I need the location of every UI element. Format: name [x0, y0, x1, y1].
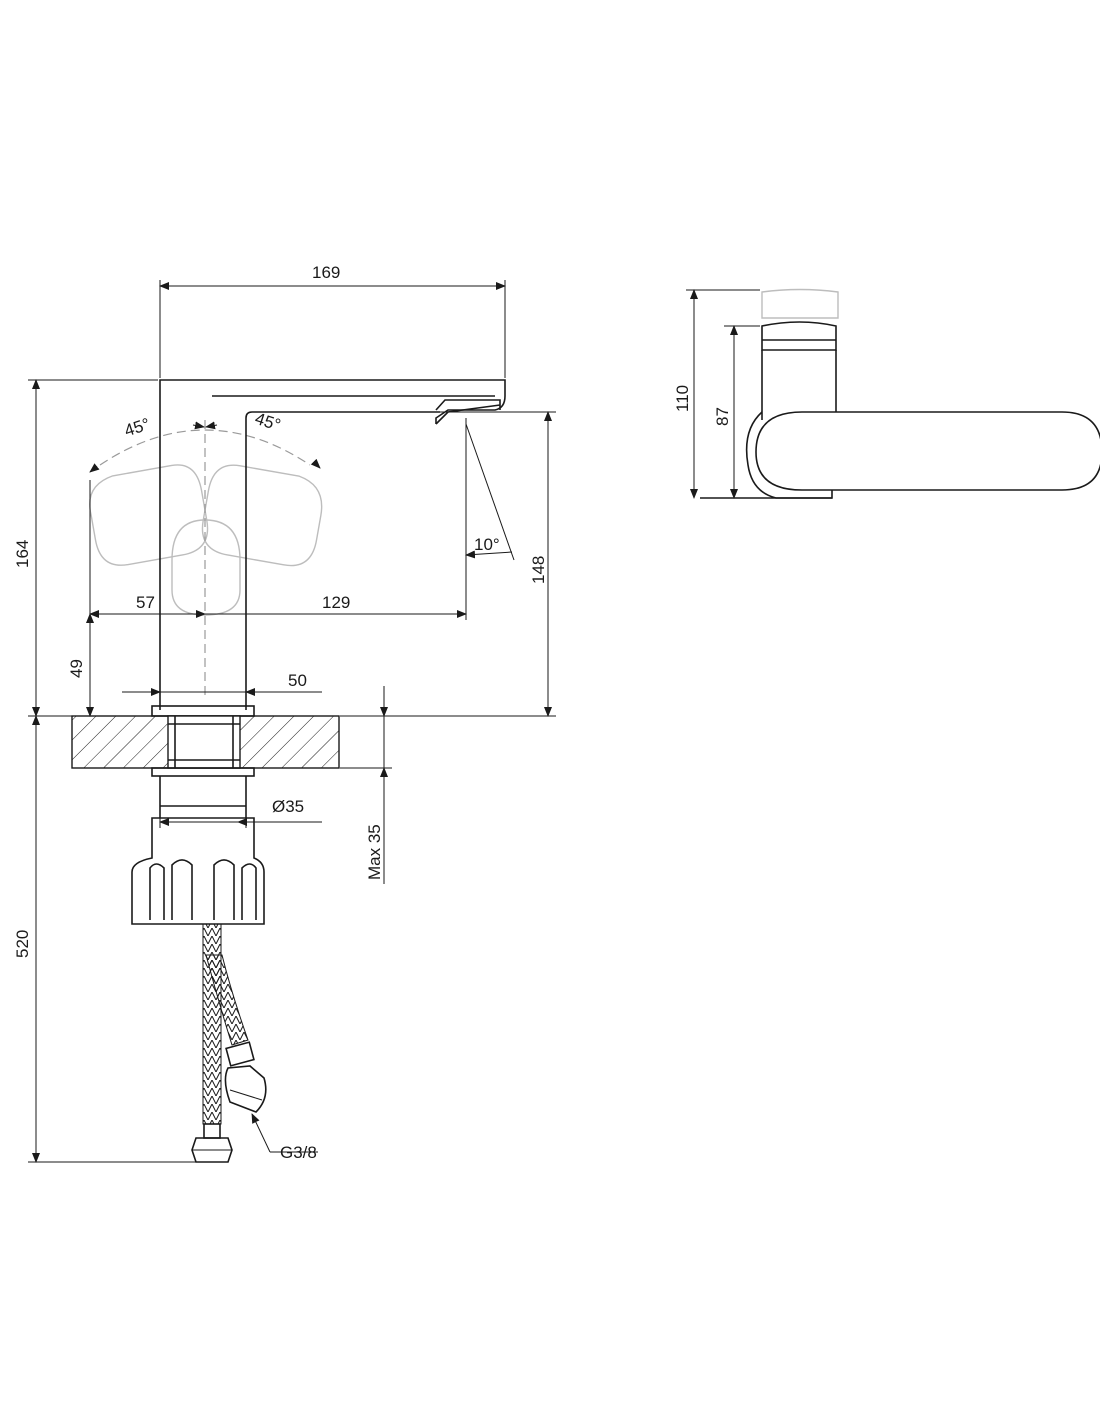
dim-max-thickness: Max 35 [365, 824, 384, 880]
dim-hose-length: 520 [13, 930, 32, 958]
dim-diameter: Ø35 [272, 797, 304, 816]
front-view: 45° 45° [13, 263, 556, 1163]
dim-reach-right: 129 [322, 593, 350, 612]
countertop-section [71, 715, 340, 769]
base-flange [151, 705, 255, 717]
angle-left-label: 45° [122, 414, 152, 440]
dim-thread: G3/8 [280, 1143, 317, 1162]
supply-hose-bent [205, 954, 267, 1113]
lower-washer [151, 767, 255, 777]
dim-width-top: 169 [312, 263, 340, 282]
side-view: 110 87 [673, 288, 1100, 499]
dim-lever-height: 49 [67, 659, 86, 678]
side-lever [755, 411, 1100, 491]
faucet-body [159, 379, 506, 710]
dim-height-spout: 148 [529, 556, 548, 584]
lever-rotation-ghost [89, 420, 323, 700]
dim-side-total: 110 [673, 385, 692, 412]
dim-side-body: 87 [713, 407, 732, 426]
mounting-nut [131, 817, 265, 925]
threaded-shank [159, 776, 247, 818]
dim-base-width: 50 [288, 671, 307, 690]
dim-reach-left: 57 [136, 593, 155, 612]
angle-spout-label: 10° [474, 535, 500, 554]
dim-height-total: 164 [13, 540, 32, 568]
